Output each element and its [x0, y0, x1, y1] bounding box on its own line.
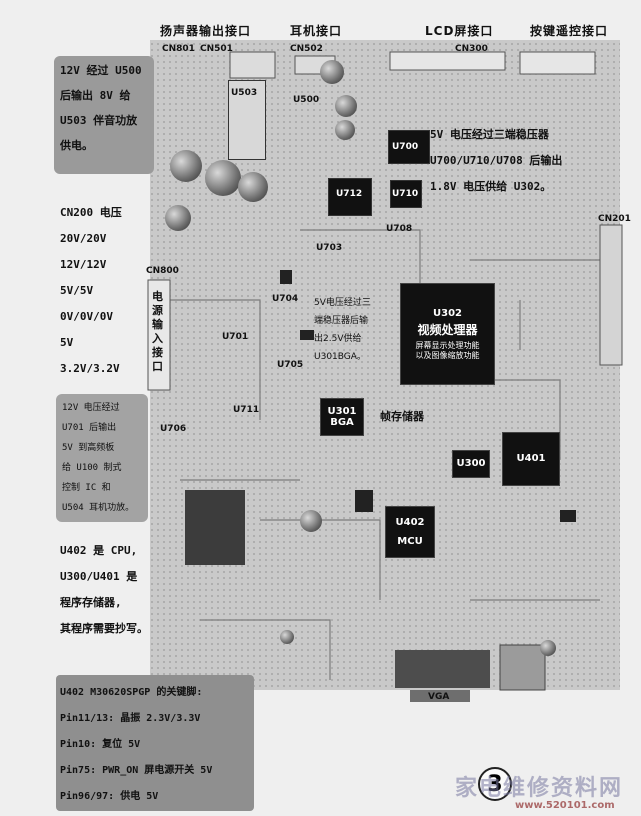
u402-chip: U402 MCU [385, 506, 435, 558]
keys-port-label: 按键遥控接口 [530, 24, 609, 38]
watermark-url: www.520101.com [515, 800, 615, 811]
watermark-number-text: 3 [487, 771, 503, 797]
capacitor [205, 160, 241, 196]
u710-label: U710 [392, 189, 419, 199]
watermark-site: 家电维修资料网 [455, 776, 624, 801]
vga-label: VGA [428, 692, 450, 702]
u300-ref: U300 [456, 458, 486, 470]
capacitor [540, 640, 556, 656]
cn800-label: CN800 [146, 266, 179, 276]
cn200-note: CN200 电压 20V/20V 12V/12V 5V/5V 0V/0V/0V … [60, 206, 122, 375]
regulator-u700 [388, 130, 430, 164]
speaker-port-label: 扬声器输出接口 [160, 24, 252, 38]
capacitor [165, 205, 191, 231]
u701-note-bg [56, 394, 148, 522]
u708-label: U708 [386, 224, 413, 234]
capacitor [320, 60, 344, 84]
pin-note: U402 M30620SPGP 的关键脚: Pin11/13: 晶振 2.3V/… [60, 687, 213, 802]
u302-power-note: 5V电压经过三端稳压器后输出2.5V供给U301BGA。 [314, 298, 371, 362]
capacitor [170, 150, 202, 182]
capacitor [300, 510, 322, 532]
u700-note: 5V 电压经过三端稳压器 U700/U710/U708 后输出 1.8V 电压供… [430, 128, 563, 193]
u706-label: U706 [160, 424, 187, 434]
u401-chip: U401 [502, 432, 560, 486]
u401-ref: U401 [516, 453, 546, 465]
u711-label: U711 [233, 405, 260, 415]
cn501-label: CN501 [200, 44, 233, 54]
capacitor [335, 95, 357, 117]
u705-label: U705 [277, 360, 304, 370]
u700-label: U700 [392, 142, 419, 152]
regulator-u710 [390, 180, 422, 208]
lcd-port-label: LCD屏接口 [425, 24, 494, 38]
u402-ref: U402 [395, 516, 425, 528]
capacitor [335, 120, 355, 140]
u500-label: U500 [293, 95, 320, 105]
cn201-label: CN201 [598, 214, 631, 224]
cn300-label: CN300 [455, 44, 488, 54]
capacitor [238, 172, 268, 202]
cpu-note: U402 是 CPU, U300/U401 是 程序存储器, 其程序需要抄写。 [60, 544, 148, 635]
watermark-number: 3 [478, 767, 512, 801]
u301-pkg: BGA [330, 417, 354, 428]
cn801-label: CN801 [162, 44, 195, 54]
u703-label: U703 [316, 243, 343, 253]
u712-label: U712 [336, 189, 363, 199]
pin-note-bg [56, 675, 254, 811]
heatsink [228, 80, 266, 160]
cn502-label: CN502 [290, 44, 323, 54]
regulator-u712 [328, 178, 372, 216]
capacitor [280, 630, 294, 644]
u500-note-bg [54, 56, 154, 174]
u302-chip: U302 视频处理器 屏幕显示处理功能 以及图像缩放功能 [400, 283, 495, 385]
u701-note: 12V 电压经过 U701 后输出 5V 到高频板 给 U100 制式 控制 I… [62, 403, 135, 513]
earphone-port-label: 耳机接口 [290, 24, 343, 38]
u302-ref: U302 [433, 308, 462, 320]
u301-ref: U301 [327, 405, 357, 417]
u300-chip: U300 [452, 450, 490, 478]
u301-chip: U301 BGA [320, 398, 364, 436]
u500-note: 12V 经过 U500 后输出 8V 给 U503 伴音功放 供电。 [60, 64, 142, 152]
u301-name-label: 帧存储器 [380, 410, 424, 423]
u302-name: 视频处理器 [417, 322, 478, 337]
power-input-label: 电源输入接口 [152, 290, 163, 373]
u701-label: U701 [222, 332, 249, 342]
u503-label: U503 [231, 88, 258, 98]
u402-pkg: MCU [397, 536, 423, 547]
u302-desc: 屏幕显示处理功能 以及图像缩放功能 [415, 341, 480, 360]
u704-label: U704 [272, 294, 299, 304]
